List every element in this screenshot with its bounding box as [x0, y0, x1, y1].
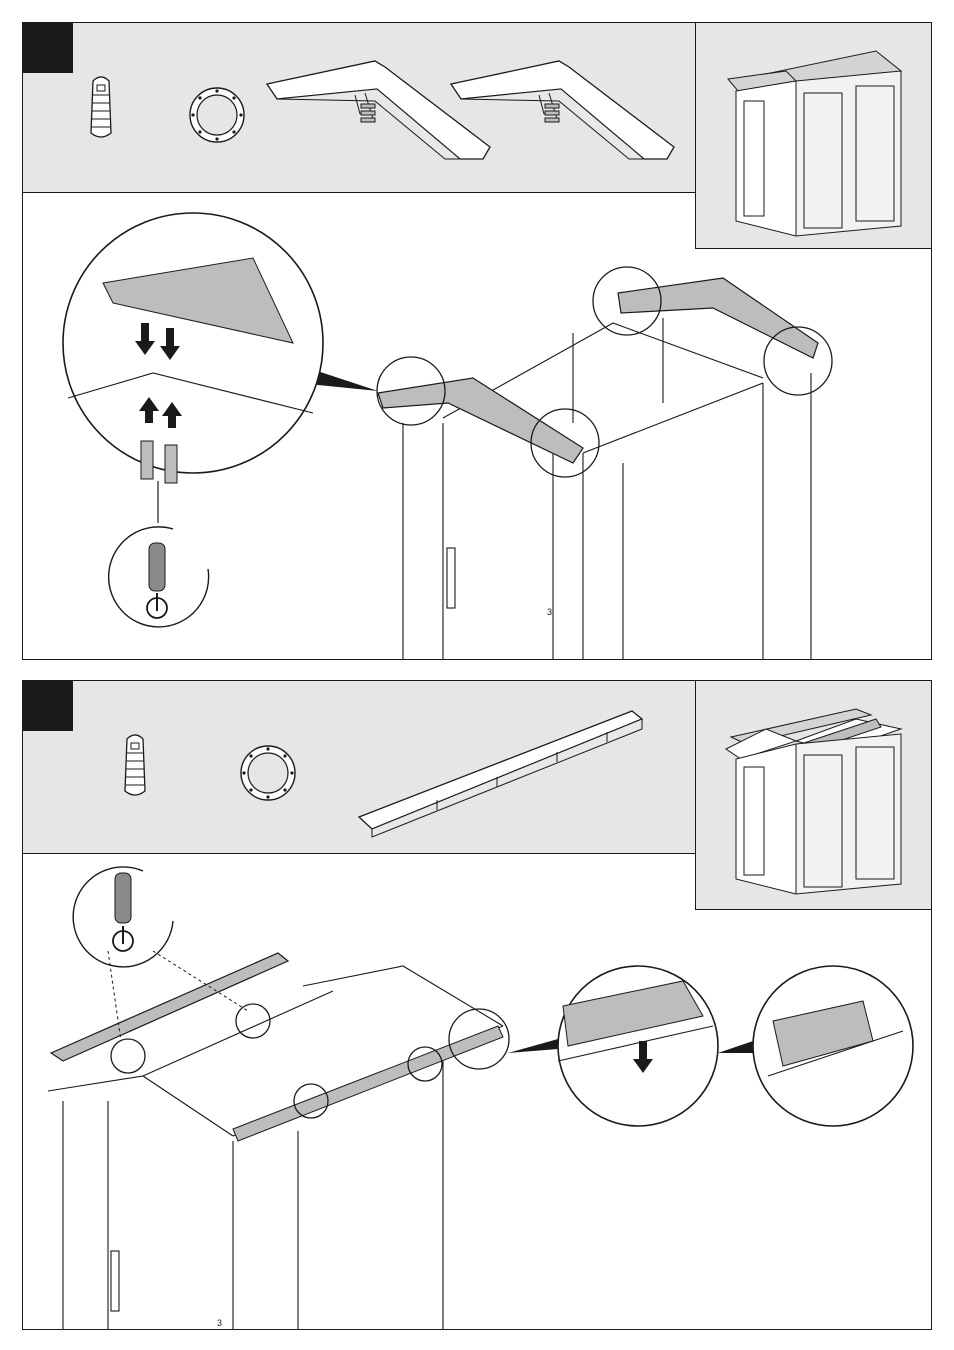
rotate-icon — [147, 543, 167, 618]
page-mark: 3 — [547, 607, 552, 617]
step-1-panel: 3 — [22, 22, 932, 660]
step-2-assembly-illustration: 3 — [23, 681, 932, 1330]
step-1-assembly-illustration: 3 — [23, 23, 932, 660]
rotate-icon — [113, 873, 133, 951]
page-mark: 3 — [217, 1318, 222, 1328]
step-2-panel: 3 — [22, 680, 932, 1330]
